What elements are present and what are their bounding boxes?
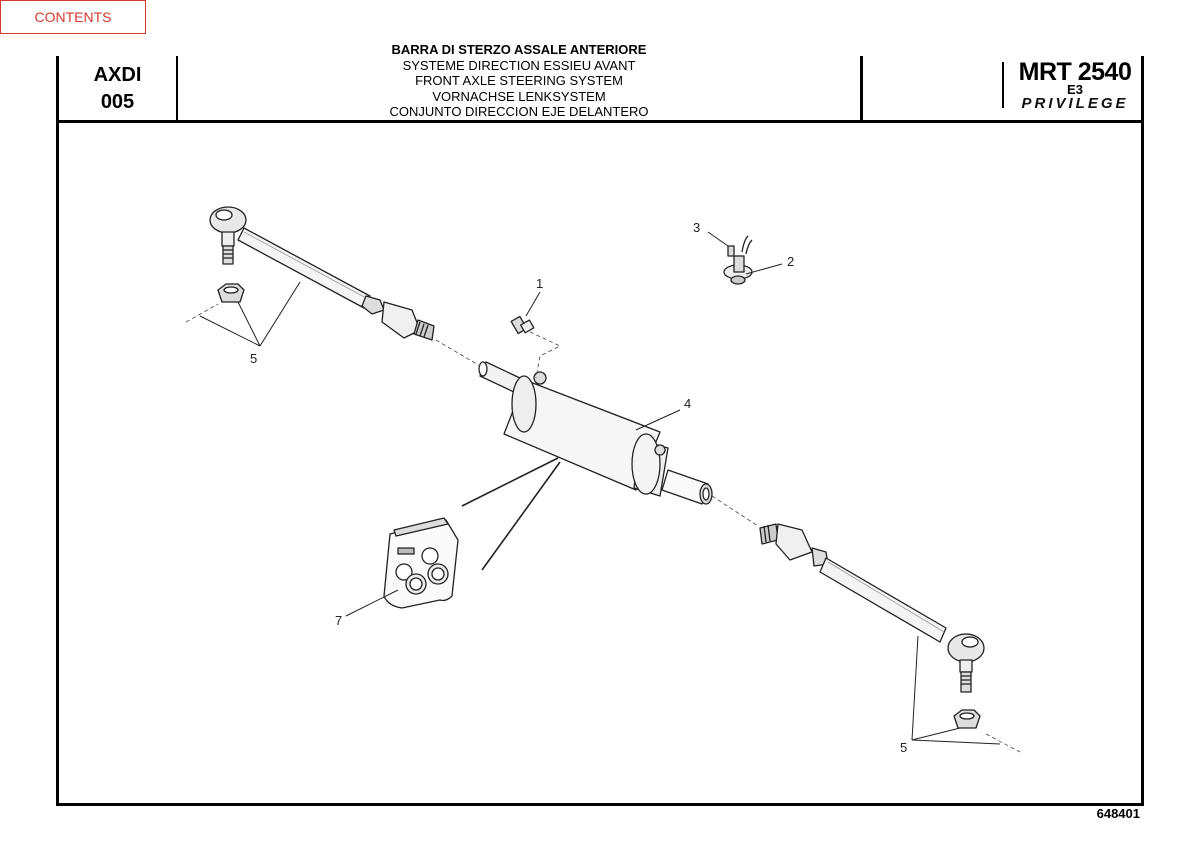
- assembly-lines: [185, 303, 1021, 753]
- sensor-part-2[interactable]: [723, 235, 753, 285]
- steering-cylinder[interactable]: [478, 361, 713, 505]
- model-block: MRT 2540 E3 PRIVILEGE: [1010, 58, 1140, 112]
- header-rule: [56, 120, 1144, 123]
- callout-4[interactable]: 4: [684, 396, 691, 411]
- drawing-reference: 648401: [1096, 806, 1140, 821]
- callout-5-left[interactable]: 5: [250, 351, 257, 366]
- bolt-part-3[interactable]: [727, 245, 735, 257]
- callout-3[interactable]: 3: [693, 220, 700, 235]
- page-titles: BARRA DI STERZO ASSALE ANTERIORE SYSTEME…: [178, 42, 860, 120]
- callout-7[interactable]: 7: [335, 613, 342, 628]
- title-french: SYSTEME DIRECTION ESSIEU AVANT: [402, 57, 636, 73]
- section-code-box: AXDI 005: [59, 62, 176, 120]
- callout-5-right[interactable]: 5: [900, 740, 907, 755]
- title-spanish: CONJUNTO DIRECCION EJE DELANTERO: [389, 104, 649, 119]
- callout-1[interactable]: 1: [536, 276, 543, 291]
- model-number: MRT 2540: [1018, 58, 1132, 86]
- seal-kit[interactable]: [383, 517, 459, 609]
- header-divider: [860, 56, 863, 122]
- title-german: VORNACHSE LENKSYSTEM: [432, 88, 606, 104]
- screw-part-1[interactable]: [510, 315, 535, 335]
- left-nut[interactable]: [217, 283, 245, 303]
- left-tie-rod[interactable]: [209, 206, 435, 341]
- section-number: 005: [100, 91, 135, 113]
- drawing-frame: [56, 56, 1144, 806]
- header-divider: [1002, 62, 1004, 108]
- leader-lines: [199, 231, 1001, 745]
- model-series: E3: [1067, 82, 1083, 97]
- right-tie-rod[interactable]: [759, 523, 985, 693]
- contents-button[interactable]: CONTENTS: [0, 0, 146, 34]
- section-code: AXDI: [93, 64, 142, 86]
- right-nut[interactable]: [953, 709, 981, 729]
- header-divider: [176, 56, 178, 122]
- brand-logo: PRIVILEGE: [1021, 95, 1129, 112]
- callout-2[interactable]: 2: [787, 254, 794, 269]
- title-english: FRONT AXLE STEERING SYSTEM: [415, 73, 623, 88]
- title-italian: BARRA DI STERZO ASSALE ANTERIORE: [391, 42, 647, 57]
